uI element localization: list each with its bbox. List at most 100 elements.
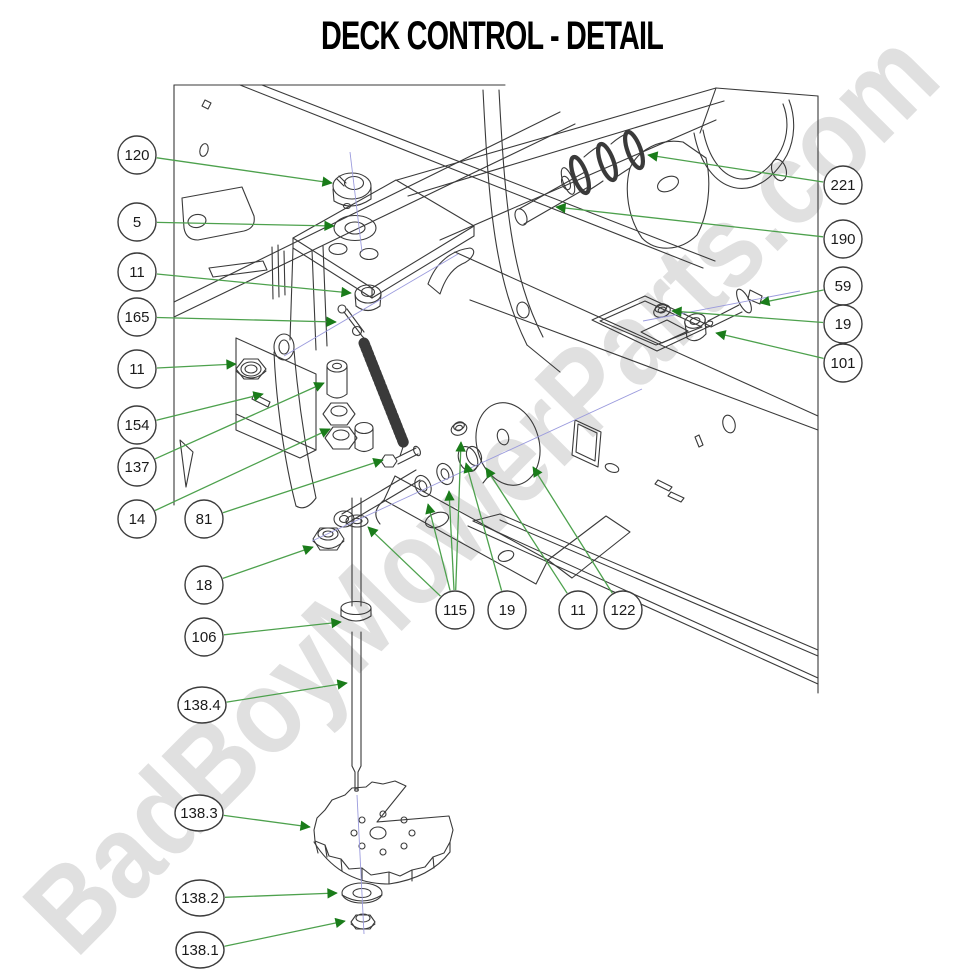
leader-line-115 [367,526,441,597]
callout-label: 19 [835,316,852,333]
callout-bubble[interactable] [184,499,224,539]
callout-138.1[interactable]: 138.1 [175,931,225,969]
callout-label: 11 [129,361,145,378]
bottom-rail [467,513,819,685]
callout-bubble[interactable] [184,565,224,605]
leader-line-115 [455,441,466,591]
callout-5[interactable]: 5 [117,202,157,242]
assembly-centerlines [283,151,801,935]
right-panel-wheel-arch [454,87,819,694]
callout-bubble[interactable] [558,590,598,630]
page-title: DECK CONTROL - DETAIL [321,15,664,58]
callout-label: 190 [830,231,855,248]
leader-line-101 [715,330,824,360]
leader-line-115 [444,490,455,591]
roller-and-shaft [514,129,710,249]
leader-line-19a [463,462,503,591]
callout-bubble[interactable] [175,879,225,917]
callout-bubble[interactable] [117,135,157,175]
callout-122[interactable]: 122 [603,590,643,630]
callout-label: 138.3 [180,805,218,822]
callout-11a[interactable]: 11 [117,252,157,292]
callout-bubble[interactable] [603,590,643,630]
callout-label: 18 [196,577,213,594]
exploded-view-line-art [173,84,819,930]
callout-138.4[interactable]: 138.4 [177,686,227,724]
callout-19b[interactable]: 19 [823,304,863,344]
callout-leader-lines [154,151,824,947]
callout-81[interactable]: 81 [184,499,224,539]
callout-59[interactable]: 59 [823,266,863,306]
leader-line-165 [156,316,337,327]
callout-bubble[interactable] [117,202,157,242]
callout-120[interactable]: 120 [117,135,157,175]
leader-line-18 [222,545,314,580]
callout-106[interactable]: 106 [184,617,224,657]
leader-line-11b [156,359,237,370]
callout-154[interactable]: 154 [117,405,157,445]
leader-line-120 [156,157,333,187]
leader-line-81 [222,458,384,514]
callout-bubble[interactable] [117,499,157,539]
callout-label: 165 [124,309,149,326]
callout-165[interactable]: 165 [117,297,157,337]
leader-line-138.1 [224,917,346,947]
callout-label: 154 [124,417,149,434]
callout-11b[interactable]: 11 [117,349,157,389]
callout-bubble[interactable] [177,686,227,724]
callout-label: 120 [124,147,149,164]
callout-bubble[interactable] [117,297,157,337]
leader-line-115 [425,503,451,591]
callout-115[interactable]: 115 [435,590,475,630]
callout-bubble[interactable] [487,590,527,630]
spacer-nut-stack [322,359,374,453]
leader-line-122 [532,466,613,594]
callout-138.2[interactable]: 138.2 [175,879,225,917]
callout-11c[interactable]: 11 [558,590,598,630]
callout-bubble[interactable] [184,617,224,657]
callout-label: 59 [835,278,852,295]
leader-line-138.2 [224,888,338,899]
callout-bubble[interactable] [823,343,863,383]
callout-label: 137 [124,459,149,476]
leader-line-11a [156,273,352,298]
adjustment-rod [312,497,372,792]
callout-bubble[interactable] [823,165,863,205]
callout-101[interactable]: 101 [823,343,863,383]
callout-bubble[interactable] [823,219,863,259]
callout-label: 81 [196,511,213,528]
callout-label: 101 [830,355,855,372]
callout-bubble[interactable] [117,447,157,487]
leader-line-14 [154,428,331,512]
callout-137[interactable]: 137 [117,447,157,487]
callout-bubble[interactable] [174,794,224,832]
callout-label: 122 [610,602,635,619]
leader-line-59 [759,289,824,307]
callout-label: 138.1 [181,942,219,959]
callout-bubble[interactable] [823,304,863,344]
callout-bubble[interactable] [117,349,157,389]
part-callouts: 120 5 11 165 11 154 137 14 81 18 106 138.4 138.3 138.… [117,135,863,969]
callout-18[interactable]: 18 [184,565,224,605]
leader-line-137 [154,382,325,460]
callout-bubble[interactable] [435,590,475,630]
callout-label: 138.2 [181,890,219,907]
support-strut [482,89,561,373]
leader-line-19b [671,306,824,324]
callout-bubble[interactable] [117,405,157,445]
callout-label: 5 [133,214,141,231]
callout-19a[interactable]: 19 [487,590,527,630]
callout-label: 11 [129,264,145,281]
spring-and-pins [337,284,410,457]
callout-bubble[interactable] [117,252,157,292]
callout-label: 221 [830,177,855,194]
callout-138.3[interactable]: 138.3 [174,794,224,832]
callout-bubble[interactable] [175,931,225,969]
leader-line-106 [223,617,342,636]
callout-14[interactable]: 14 [117,499,157,539]
callout-190[interactable]: 190 [823,219,863,259]
callout-221[interactable]: 221 [823,165,863,205]
leader-line-154 [156,391,264,421]
